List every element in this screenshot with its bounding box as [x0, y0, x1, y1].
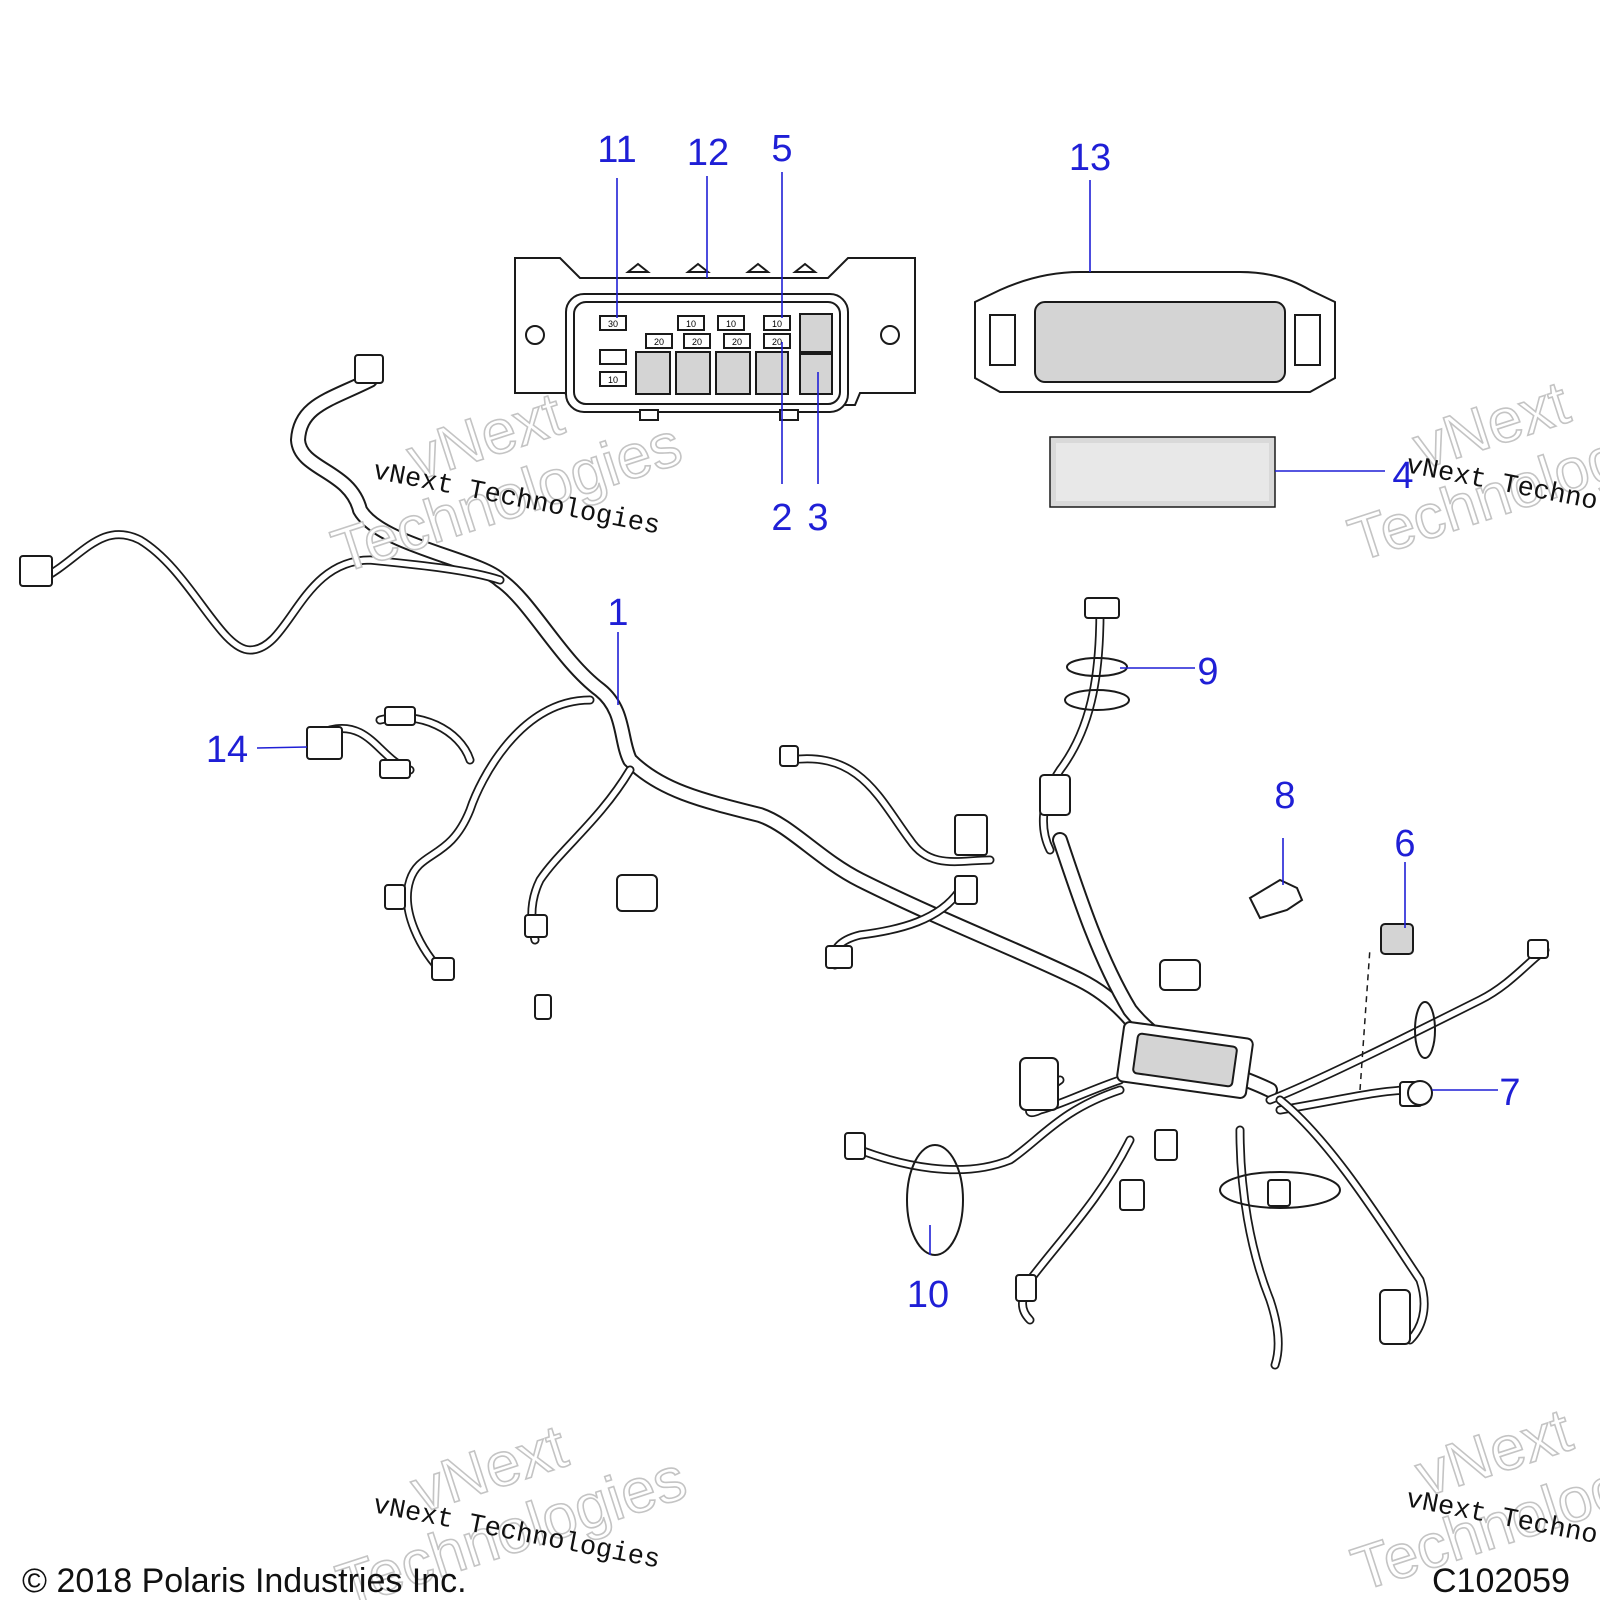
fuse-rating: 10 — [772, 319, 782, 329]
watermark-top-right: vNext Technologies — [1340, 367, 1600, 576]
relay — [715, 351, 751, 395]
callout-11: 11 — [597, 129, 636, 171]
callout-8: 8 — [1274, 775, 1295, 817]
relay-6 — [1380, 923, 1414, 955]
relay — [799, 353, 833, 395]
label-sticker — [1049, 436, 1276, 508]
fuse-rating: 10 — [686, 319, 696, 329]
callout-6: 6 — [1394, 823, 1415, 865]
relay — [799, 313, 833, 353]
callout-numbers: 11 12 5 13 2 3 4 1 9 14 8 6 7 10 — [206, 128, 1521, 1316]
fuse — [599, 371, 627, 387]
fuse-rating: 20 — [692, 337, 702, 347]
callout-10: 10 — [907, 1274, 949, 1316]
fuse — [717, 315, 745, 331]
fuse-box-cover — [974, 271, 1336, 393]
fuse-rating: 20 — [654, 337, 664, 347]
callout-2: 2 — [771, 497, 792, 539]
cable-ties — [906, 657, 1436, 1256]
callout-9: 9 — [1197, 651, 1218, 693]
figure-code: C102059 — [1431, 1562, 1570, 1600]
callout-7: 7 — [1499, 1072, 1520, 1114]
relay — [675, 351, 711, 395]
connector-14 — [306, 726, 343, 760]
fuse-rating: 30 — [608, 319, 618, 329]
callout-5: 5 — [771, 128, 792, 170]
relay — [635, 351, 671, 395]
terminal-boot-8 — [1248, 878, 1304, 920]
fuse — [723, 333, 751, 349]
fuse-rating: 20 — [732, 337, 742, 347]
fuse-rating: 10 — [726, 319, 736, 329]
fuse — [599, 349, 627, 365]
wiring-harness — [35, 372, 1550, 1370]
fuse — [683, 333, 711, 349]
callout-1: 1 — [607, 592, 628, 634]
fuse-box: 30 10 20 10 10 20 20 20 20 10 — [514, 257, 916, 421]
fuse — [599, 315, 627, 331]
fuse — [645, 333, 673, 349]
callout-14: 14 — [206, 729, 248, 771]
fuse-rating: 10 — [608, 375, 618, 385]
cable-tie-7 — [1407, 1080, 1433, 1106]
callout-3: 3 — [807, 497, 828, 539]
copyright-text: © 2018 Polaris Industries Inc. — [22, 1562, 467, 1600]
callout-4: 4 — [1392, 455, 1413, 497]
fuse — [763, 333, 791, 349]
harness-connectors — [19, 354, 1549, 1345]
fuse — [677, 315, 705, 331]
fuse — [763, 315, 791, 331]
fuse-rating: 20 — [772, 337, 782, 347]
leader-lines — [256, 172, 1498, 1255]
callout-13: 13 — [1069, 137, 1111, 179]
callout-12: 12 — [687, 132, 729, 174]
relay — [755, 351, 789, 395]
